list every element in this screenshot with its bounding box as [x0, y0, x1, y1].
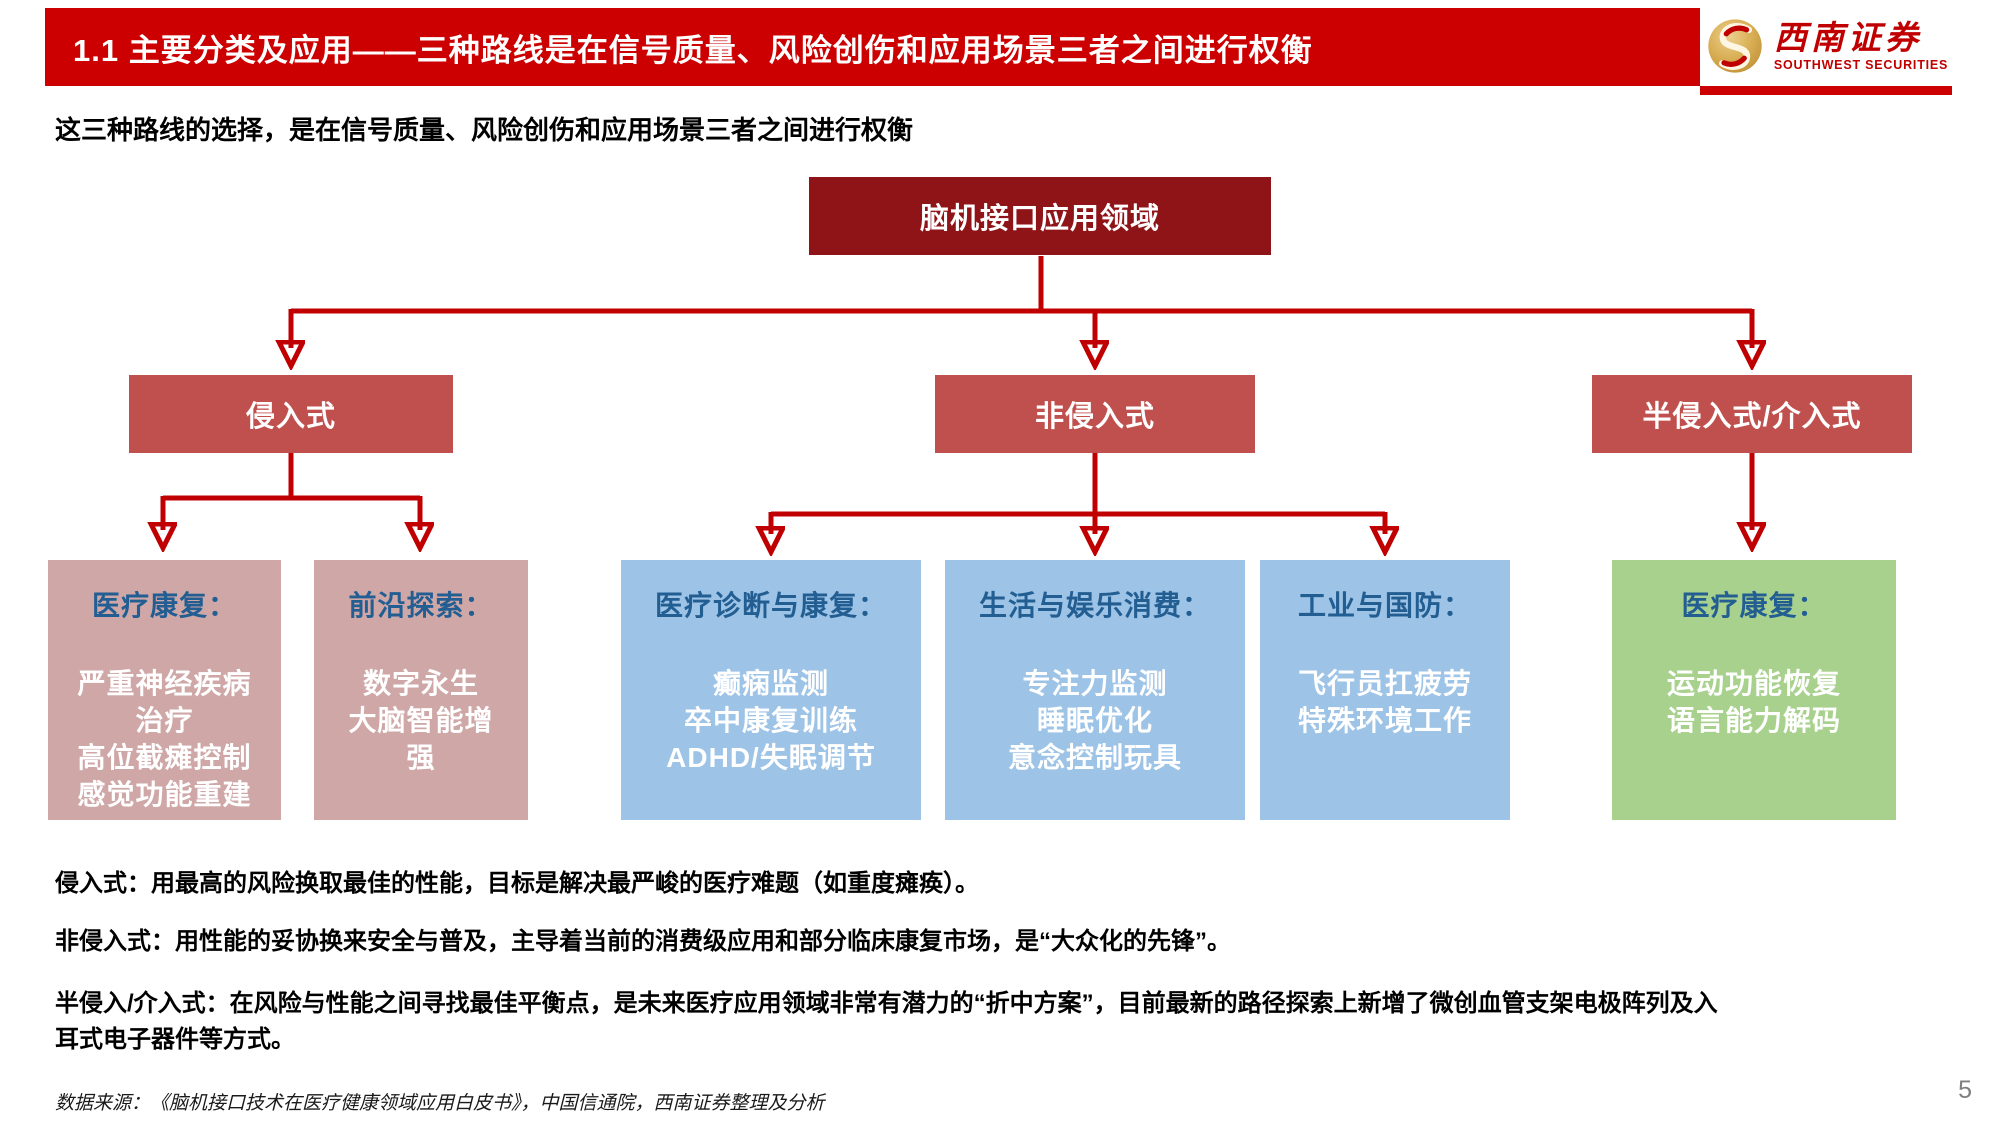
- leaf-title: 工业与国防：: [1297, 590, 1472, 621]
- logo-swirl-icon: [1708, 19, 1762, 73]
- leaf-title: 生活与娱乐消费：: [978, 590, 1211, 621]
- leaf-title: 医疗康复：: [1681, 590, 1827, 621]
- root-node: 脑机接口应用领域: [809, 177, 1271, 255]
- branch-semiinvasive: 半侵入式/介入式: [1592, 375, 1912, 453]
- logo-text: 西南证券 SOUTHWEST SECURITIES: [1773, 17, 1949, 73]
- logo-en-text: SOUTHWEST SECURITIES: [1773, 58, 1949, 73]
- branch-invasive: 侵入式: [129, 375, 453, 453]
- data-source: 数据来源：《脑机接口技术在医疗健康领域应用白皮书》，中国信通院，西南证券整理及分…: [55, 1093, 825, 1114]
- title-bar: 1.1 主要分类及应用——三种路线是在信号质量、风险创伤和应用场景三者之间进行权…: [45, 8, 1700, 86]
- slide-title: 1.1 主要分类及应用——三种路线是在信号质量、风险创伤和应用场景三者之间进行权…: [73, 32, 1313, 68]
- logo-underline: [1700, 86, 1952, 95]
- leaf-body: 严重神经疾病 治疗 高位截瘫控制 感觉功能重建: [77, 668, 252, 810]
- leaf-life-entertainment: 生活与娱乐消费： 专注力监测 睡眠优化 意念控制玩具: [945, 560, 1245, 820]
- leaf-medical-rehab-invasive: 医疗康复： 严重神经疾病 治疗 高位截瘫控制 感觉功能重建: [48, 560, 281, 820]
- leaf-body: 运动功能恢复 语言能力解码: [1666, 668, 1841, 736]
- subtitle: 这三种路线的选择，是在信号质量、风险创伤和应用场景三者之间进行权衡: [55, 115, 914, 145]
- branch-noninvasive: 非侵入式: [935, 375, 1255, 453]
- note-invasive: 侵入式：用最高的风险换取最佳的性能，目标是解决最严峻的医疗难题（如重度瘫痪）。: [55, 870, 979, 897]
- leaf-body: 癫痫监测 卒中康复训练 ADHD/失眠调节: [666, 668, 876, 773]
- leaf-body: 数字永生 大脑智能增强: [348, 668, 494, 773]
- southwest-securities-logo: 西南证券 SOUTHWEST SECURITIES: [1702, 6, 1952, 86]
- page-number: 5: [1958, 1076, 1972, 1104]
- leaf-title: 医疗诊断与康复：: [654, 590, 887, 621]
- leaf-medical-rehab-semi: 医疗康复： 运动功能恢复 语言能力解码: [1612, 560, 1896, 820]
- leaf-industry-defense: 工业与国防： 飞行员扛疲劳 特殊环境工作: [1260, 560, 1510, 820]
- leaf-body: 专注力监测 睡眠优化 意念控制玩具: [1007, 668, 1182, 773]
- leaf-title: 医疗康复：: [91, 590, 237, 621]
- note-semiinvasive: 半侵入/介入式：在风险与性能之间寻找最佳平衡点，是未来医疗应用领域非常有潜力的“…: [55, 990, 1718, 1053]
- logo-cn-text: 西南证券: [1773, 17, 1922, 57]
- leaf-frontier-exploration: 前沿探索： 数字永生 大脑智能增强: [314, 560, 528, 820]
- leaf-diagnosis-rehab: 医疗诊断与康复： 癫痫监测 卒中康复训练 ADHD/失眠调节: [621, 560, 921, 820]
- leaf-title: 前沿探索：: [348, 590, 494, 621]
- leaf-body: 飞行员扛疲劳 特殊环境工作: [1297, 668, 1472, 736]
- note-noninvasive: 非侵入式：用性能的妥协换来安全与普及，主导着当前的消费级应用和部分临床康复市场，…: [55, 928, 1231, 955]
